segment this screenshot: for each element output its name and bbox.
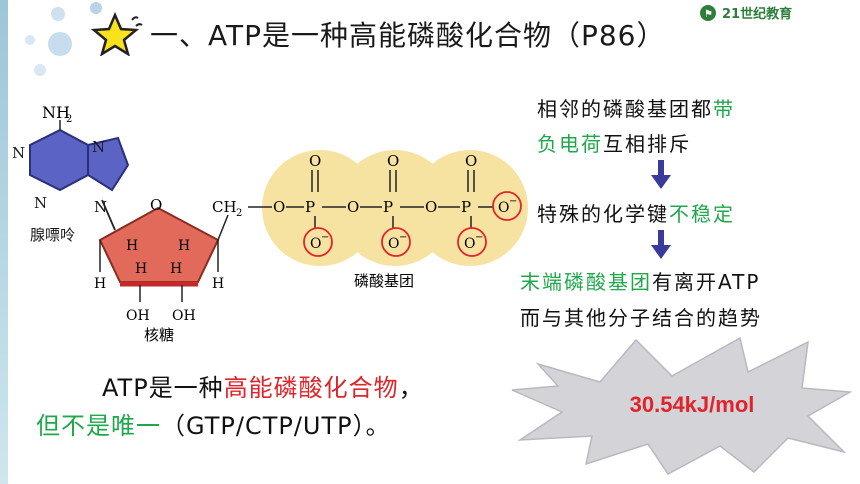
bottom-line-2: 但不是唯一（GTP/CTP/UTP）。 <box>36 412 391 440</box>
minus-4: − <box>509 196 517 207</box>
double-o-2: O <box>387 152 399 170</box>
ring-oxygen-label: O <box>150 196 162 214</box>
right-line-3: 特殊的化学键不稳定 <box>537 202 735 226</box>
ch2-label: CH <box>212 198 237 216</box>
ch2-subscript: 2 <box>236 208 242 219</box>
ribose-label: 核糖 <box>144 326 174 344</box>
right-line-4: 末端磷酸基团有离开ATP <box>520 270 761 294</box>
svg-text:⚑: ⚑ <box>704 9 713 20</box>
phosphate-sphere-3 <box>412 150 528 266</box>
oh-label-1: OH <box>126 308 150 324</box>
double-o-1: O <box>309 152 321 170</box>
o-minus-3: O <box>464 236 475 252</box>
o-minus-2: O <box>388 236 399 252</box>
oh-label-2: OH <box>172 308 196 324</box>
minus-3: − <box>475 232 483 243</box>
h-label-5: H <box>94 276 106 292</box>
bridge-o-3: O <box>425 198 437 216</box>
nh2-label: NH <box>42 103 70 122</box>
atp-structure-diagram: NH 2 N N N N 腺嘌呤 O H H H H H H OH OH 核糖 … <box>12 103 528 344</box>
energy-starburst: 30.54kJ/mol <box>511 336 853 475</box>
site-logo: ⚑ 21世纪教育 <box>694 2 854 24</box>
double-o-3: O <box>465 152 477 170</box>
phosphate-group-label: 磷酸基团 <box>354 272 414 290</box>
h-label-1: H <box>126 238 138 254</box>
left-border-stripe <box>0 0 8 484</box>
n-label-3: N <box>92 138 105 156</box>
bridge-o-1: O <box>273 198 285 216</box>
h-label-2: H <box>178 238 190 254</box>
down-arrow-icon-1 <box>651 160 671 189</box>
n-label-2: N <box>34 194 47 212</box>
right-line-1: 相邻的磷酸基团都带 <box>537 97 735 121</box>
nh2-subscript: 2 <box>66 114 72 125</box>
page-title: 一、ATP是一种高能磷酸化合物（P86） <box>150 19 666 52</box>
o-minus-4: O <box>498 200 509 216</box>
adenine-label: 腺嘌呤 <box>30 226 75 244</box>
n-label-1: N <box>12 144 25 162</box>
h-label-6: H <box>212 276 224 292</box>
phosphorus-1: P <box>305 198 315 216</box>
bridge-o-2: O <box>347 198 359 216</box>
energy-value: 30.54kJ/mol <box>630 392 755 417</box>
h-label-3: H <box>135 261 147 277</box>
phosphorus-2: P <box>383 198 393 216</box>
h-label-4: H <box>170 261 182 277</box>
star-icon <box>90 12 143 56</box>
right-line-2: 负电荷互相排斥 <box>537 132 691 156</box>
o-minus-1: O <box>310 236 321 252</box>
down-arrow-icon-2 <box>651 230 671 259</box>
logo-text: 21世纪教育 <box>722 6 792 22</box>
phosphorus-3: P <box>461 198 471 216</box>
minus-1: − <box>321 232 329 243</box>
minus-2: − <box>399 232 407 243</box>
decorative-circles <box>25 2 102 76</box>
bottom-line-1: ATP是一种高能磷酸化合物， <box>102 374 424 402</box>
right-line-5: 而与其他分子结合的趋势 <box>520 306 762 330</box>
